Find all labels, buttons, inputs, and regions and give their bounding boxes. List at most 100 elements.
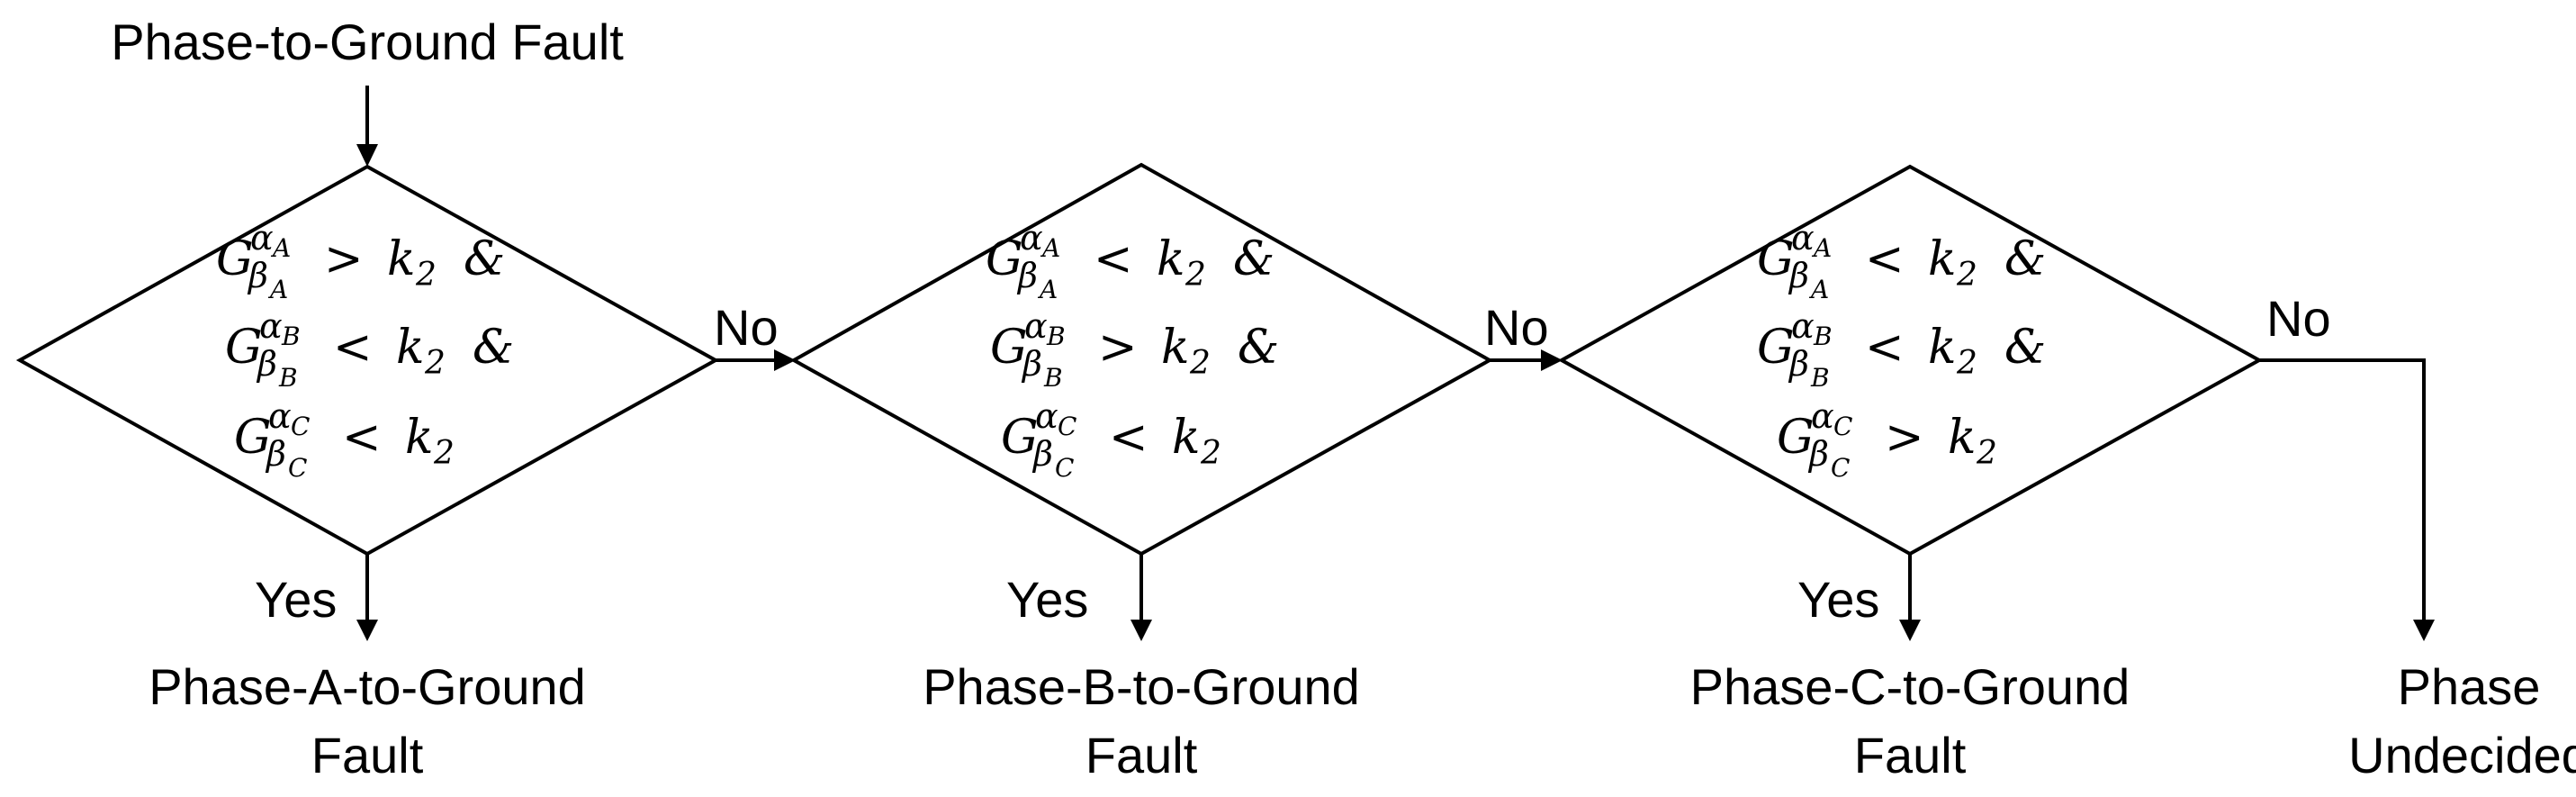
condition-sup-phase: C xyxy=(291,412,310,441)
result-b-line1: Phase-B-to-Ground xyxy=(923,658,1360,715)
condition-and-symbol: & xyxy=(464,232,505,286)
condition-sub-beta: β xyxy=(1807,434,1829,474)
condition-k-symbol: k xyxy=(1948,411,1977,465)
condition-g-symbol: G xyxy=(986,232,1023,286)
condition-k-subscript: 2 xyxy=(1976,435,1997,472)
condition-k-subscript: 2 xyxy=(415,257,437,294)
condition-k-symbol: k xyxy=(396,321,425,375)
condition-sup-phase: B xyxy=(1046,322,1066,351)
condition-sup-phase: A xyxy=(1040,233,1060,263)
condition-sub-beta: β xyxy=(1016,256,1038,295)
condition-k-subscript: 2 xyxy=(433,435,455,472)
condition-k-subscript: 2 xyxy=(1200,435,1221,472)
condition-k-subscript: 2 xyxy=(1956,257,1977,294)
condition-sup-alpha: α xyxy=(268,396,292,436)
condition-g-symbol: G xyxy=(1777,411,1815,465)
condition-operator: > xyxy=(324,232,364,286)
condition-sup-alpha: α xyxy=(1024,306,1048,346)
no-label-a: No xyxy=(714,299,779,356)
condition-sub-phase: C xyxy=(1055,453,1074,483)
result-a-line2: Fault xyxy=(311,727,424,783)
no-arrowhead-c xyxy=(2413,620,2435,641)
condition-operator: < xyxy=(342,411,382,465)
decision-diamond-c xyxy=(1557,164,2264,557)
condition-sup-alpha: α xyxy=(1811,396,1834,436)
condition-and-symbol: & xyxy=(1238,321,1279,375)
condition-k-symbol: k xyxy=(1928,232,1957,286)
condition-sub-phase: B xyxy=(278,363,298,393)
condition-sup-phase: C xyxy=(1833,412,1852,441)
condition-g-symbol: G xyxy=(216,232,254,286)
condition-sup-phase: B xyxy=(281,322,301,351)
condition-operator: > xyxy=(1098,321,1138,375)
condition-k-symbol: k xyxy=(1172,411,1201,465)
condition-g-symbol: G xyxy=(234,411,272,465)
condition-sub-phase: A xyxy=(1037,275,1058,304)
condition-sub-beta: β xyxy=(1021,344,1042,384)
no-arrow-c xyxy=(2259,358,2426,630)
result-a-line1: Phase-A-to-Ground xyxy=(149,658,586,715)
condition-sup-alpha: α xyxy=(1791,306,1815,346)
no-arrowhead-a xyxy=(774,349,796,371)
condition-operator: < xyxy=(1109,411,1148,465)
final-line1: Phase xyxy=(2398,658,2541,715)
condition-k-subscript: 2 xyxy=(1956,345,1977,382)
condition-sup-phase: A xyxy=(270,233,291,263)
start-label: Phase-to-Ground Fault xyxy=(111,14,624,70)
condition-k-symbol: k xyxy=(1928,321,1957,375)
condition-g-symbol: G xyxy=(1757,321,1795,375)
condition-k-symbol: k xyxy=(1161,321,1190,375)
result-b-line2: Fault xyxy=(1085,727,1198,783)
condition-operator: < xyxy=(1865,232,1905,286)
condition-and-symbol: & xyxy=(2004,321,2046,375)
condition-k-subscript: 2 xyxy=(1184,257,1206,294)
final-line2: Undecided xyxy=(2348,727,2576,783)
condition-sup-alpha: α xyxy=(1020,218,1043,258)
yes-label-a: Yes xyxy=(255,571,337,628)
condition-g-symbol: G xyxy=(1757,232,1795,286)
result-c-line1: Phase-C-to-Ground xyxy=(1690,658,2130,715)
condition-sup-alpha: α xyxy=(1791,218,1815,258)
condition-sup-alpha: α xyxy=(250,218,274,258)
condition-sub-beta: β xyxy=(1788,344,1809,384)
yes-arrowhead-c xyxy=(1899,620,1921,641)
condition-k-symbol: k xyxy=(1157,232,1185,286)
condition-operator: < xyxy=(1094,232,1133,286)
no-label-c: No xyxy=(2266,290,2331,347)
condition-k-subscript: 2 xyxy=(424,345,446,382)
condition-and-symbol: & xyxy=(2004,232,2046,286)
yes-label-b: Yes xyxy=(1006,571,1088,628)
condition-k-symbol: k xyxy=(387,232,416,286)
condition-sub-phase: A xyxy=(1808,275,1829,304)
condition-sub-beta: β xyxy=(256,344,277,384)
condition-sub-phase: C xyxy=(288,453,307,483)
no-label-b: No xyxy=(1484,299,1549,356)
condition-sup-alpha: α xyxy=(1035,396,1058,436)
condition-sup-phase: B xyxy=(1813,322,1833,351)
yes-arrowhead-b xyxy=(1130,620,1152,641)
start-arrowhead xyxy=(356,144,378,167)
condition-operator: < xyxy=(333,321,373,375)
condition-sub-beta: β xyxy=(247,256,268,295)
condition-k-subscript: 2 xyxy=(1189,345,1211,382)
result-c-line2: Fault xyxy=(1854,727,1967,783)
yes-label-c: Yes xyxy=(1797,571,1879,628)
condition-sub-phase: B xyxy=(1810,363,1830,393)
condition-sub-beta: β xyxy=(265,434,286,474)
condition-and-symbol: & xyxy=(1233,232,1274,286)
condition-sup-alpha: α xyxy=(259,306,283,346)
condition-k-symbol: k xyxy=(405,411,434,465)
condition-g-symbol: G xyxy=(990,321,1028,375)
condition-operator: > xyxy=(1885,411,1924,465)
